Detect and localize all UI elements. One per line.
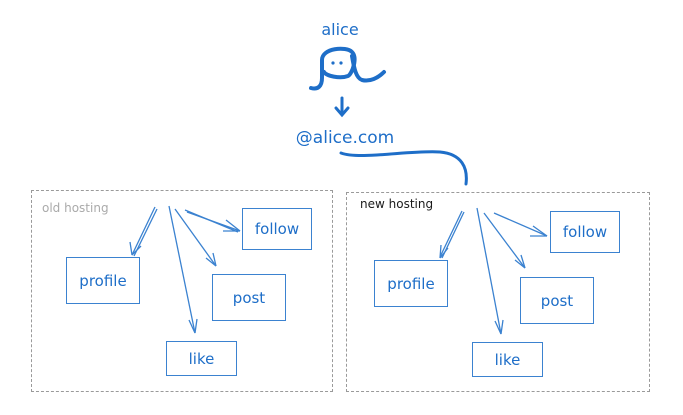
old-node-like[interactable]: like: [166, 341, 237, 376]
old-node-follow[interactable]: follow: [242, 208, 312, 250]
old-node-profile[interactable]: profile: [66, 257, 140, 304]
new-hosting-arrows: [439, 207, 548, 335]
migration-connector: [339, 150, 468, 186]
new-hosting-label: new hosting: [360, 197, 434, 211]
new-node-profile[interactable]: profile: [374, 260, 448, 307]
old-hosting-container: [31, 190, 333, 392]
down-arrow-icon: [334, 96, 350, 118]
old-hosting-label: old hosting: [42, 201, 109, 215]
user-handle: @alice.com: [295, 128, 395, 148]
squiggle-face-icon: [309, 46, 386, 91]
user-name: alice: [321, 20, 359, 39]
new-hosting-container: [346, 192, 650, 392]
old-hosting-arrows: [129, 205, 241, 334]
old-node-post[interactable]: post: [212, 274, 286, 321]
avatar-eye-right: [339, 61, 343, 65]
avatar-eye-left: [331, 61, 335, 65]
new-node-post[interactable]: post: [520, 277, 594, 324]
new-node-like[interactable]: like: [472, 342, 543, 377]
new-node-follow[interactable]: follow: [550, 211, 620, 253]
